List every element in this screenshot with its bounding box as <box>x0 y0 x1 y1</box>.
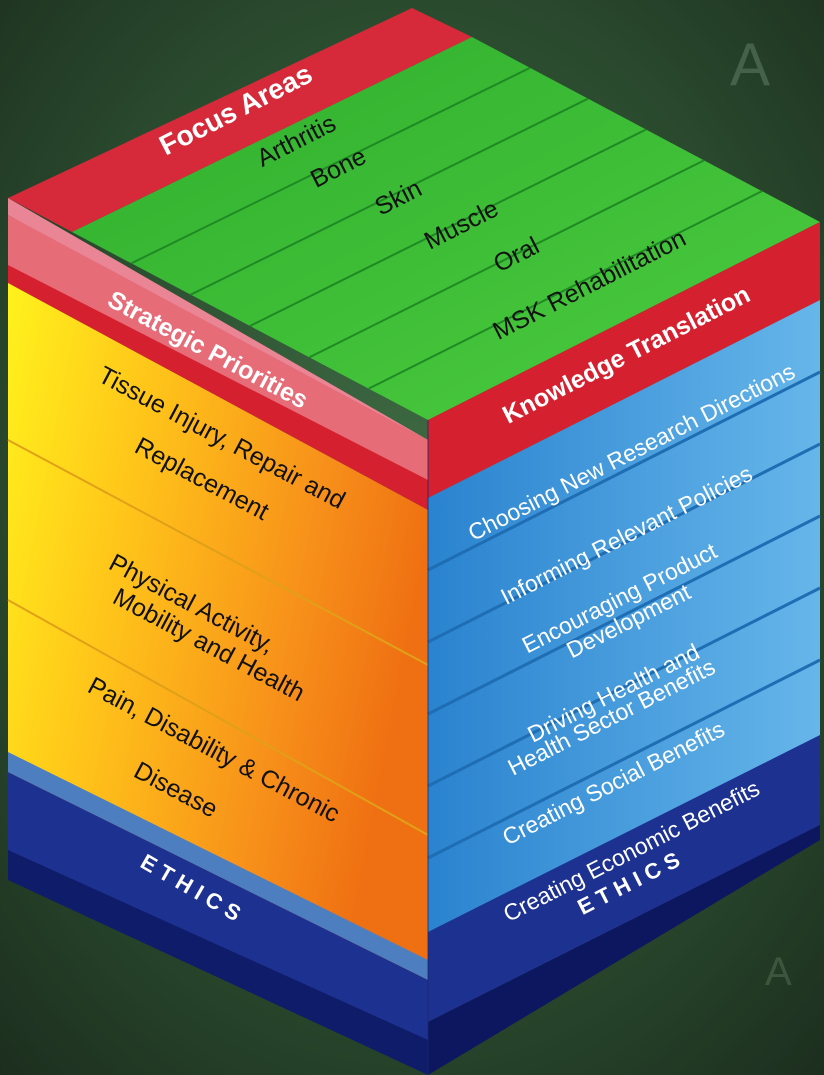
right-divider-line <box>427 442 821 644</box>
top-stripe-line <box>130 66 531 265</box>
left-face-light-blue-band <box>8 752 428 980</box>
left-face <box>7 215 429 1075</box>
right-face-ethics-band <box>428 735 820 1022</box>
right-face-ethics-bottom <box>428 825 820 1075</box>
background-letter: A <box>765 950 792 994</box>
top-stripe-line <box>249 128 647 327</box>
right-face-red-band <box>428 222 820 498</box>
left-divider-line <box>7 439 429 666</box>
right-divider-line <box>427 586 821 788</box>
right-divider-line <box>427 658 821 860</box>
top-face-edge <box>8 198 428 440</box>
right-dividers <box>427 370 821 860</box>
top-stripe-line <box>368 190 763 390</box>
left-divider-line <box>7 599 429 836</box>
top-stripe-line <box>190 97 589 296</box>
left-face-red-band <box>8 265 428 510</box>
right-divider-line <box>427 514 821 716</box>
top-face-red-band <box>8 8 472 232</box>
right-divider-line <box>427 370 821 572</box>
top-stripes <box>130 66 763 390</box>
background-letter: A <box>730 31 770 98</box>
left-face-ethics-bottom <box>8 850 428 1075</box>
left-dividers <box>7 439 429 836</box>
right-face <box>427 222 821 1075</box>
top-stripe-line <box>308 159 705 359</box>
